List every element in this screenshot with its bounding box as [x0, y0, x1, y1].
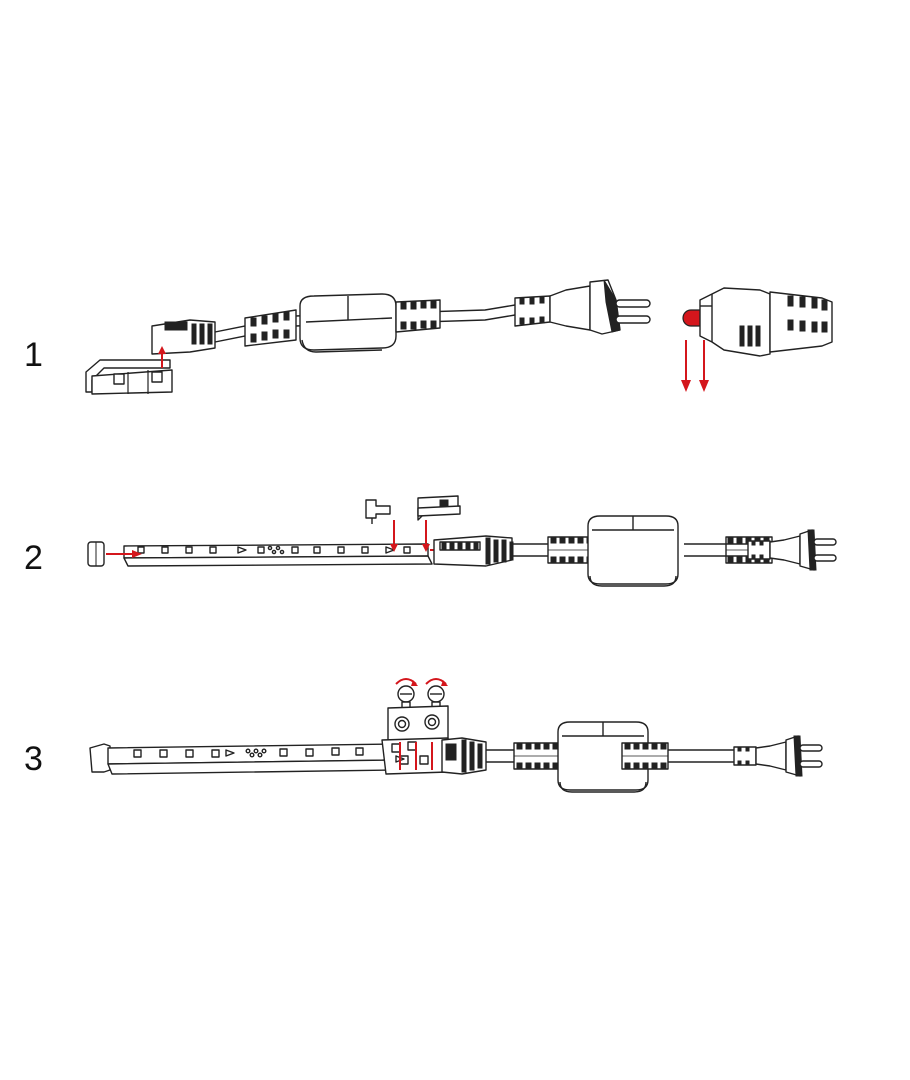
end-cap-icon: [87, 541, 105, 567]
step-3-illustration: [89, 678, 823, 793]
step-1-illustration: [85, 279, 833, 395]
connector-clip-icon: [417, 495, 461, 521]
rectifier-box-icon: [299, 293, 397, 353]
step-2-illustration: [87, 495, 837, 587]
connector-clip-icon: [85, 359, 173, 395]
cord-sleeve-icon: [244, 309, 297, 347]
plug-icon: [747, 529, 837, 571]
screw-icon: [395, 678, 418, 709]
connector-clip-icon: [381, 705, 449, 775]
rectifier-box-icon: [587, 515, 679, 587]
step-2-number: 2: [24, 539, 43, 577]
connector-head-icon: [441, 737, 487, 775]
step-3-number: 3: [24, 740, 43, 778]
pin-piece-icon: [365, 499, 391, 524]
step-1-number: 1: [24, 336, 43, 374]
plug-icon: [514, 279, 651, 335]
cord-sleeve-icon: [547, 536, 595, 564]
cord-sleeve-icon: [621, 742, 669, 770]
led-strip-icon: [123, 543, 433, 567]
insert-arrow-icon: [158, 346, 166, 368]
plug-icon: [733, 735, 823, 777]
cord-sleeve-icon: [513, 742, 561, 770]
connector-head-icon: [433, 535, 514, 567]
led-strip-icon: [107, 743, 397, 775]
screw-icon: [425, 678, 448, 709]
cord-sleeve-icon: [395, 299, 441, 333]
end-cap-icon: [89, 743, 111, 773]
connector-head-icon: [151, 319, 216, 355]
plug-detail-icon: [681, 287, 833, 392]
